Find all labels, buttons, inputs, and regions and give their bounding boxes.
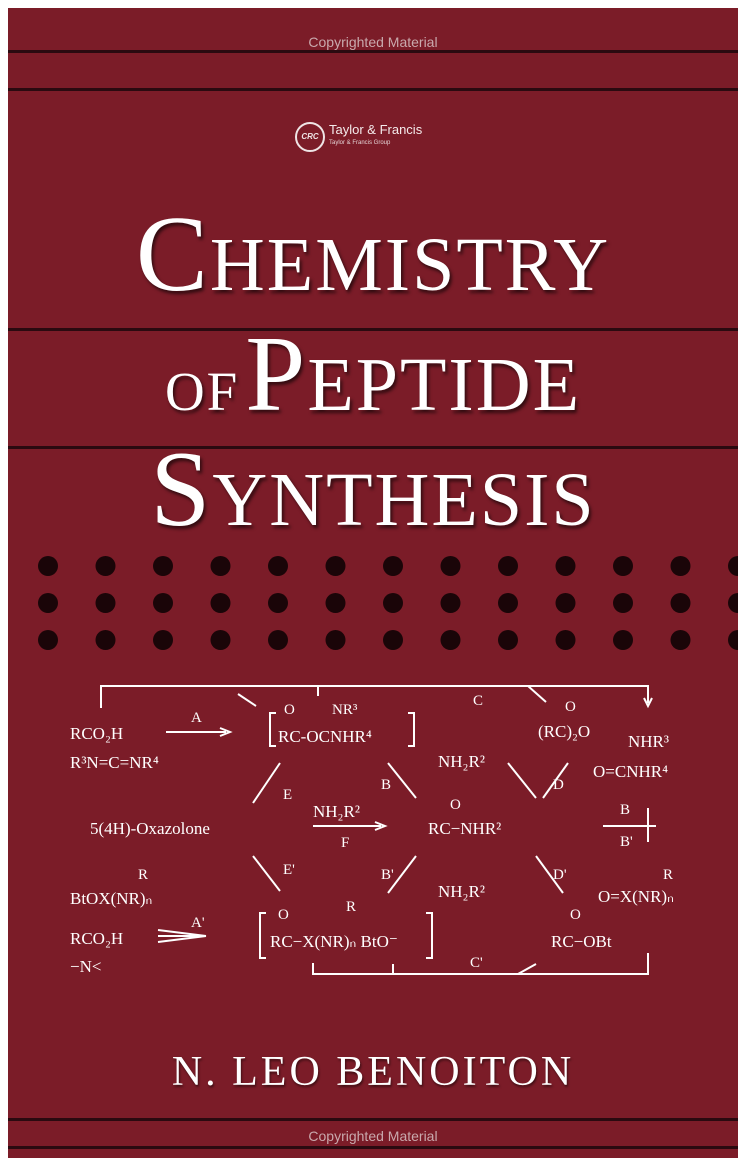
isourea: RC-OCNHR⁴	[278, 727, 372, 746]
decorative-dot	[153, 630, 173, 650]
watermark-top: Copyrighted Material	[308, 34, 438, 50]
decorative-dot	[613, 630, 633, 650]
btox: BtOX(NR)ₙ	[70, 889, 153, 908]
title-line-3: Synthesis	[150, 430, 596, 549]
decorative-dot	[498, 630, 518, 650]
decorative-dot	[153, 593, 173, 613]
decorative-dot	[728, 593, 738, 613]
rco2h-a: RCO₂H	[70, 724, 124, 743]
decorative-dot	[440, 630, 461, 650]
label-b-prime-right: B'	[620, 834, 633, 850]
base: −N<	[70, 957, 102, 976]
label-d: D	[553, 777, 564, 793]
decorative-dot	[670, 630, 691, 650]
o-act: O	[278, 907, 289, 923]
o-anhydride: O	[565, 699, 576, 715]
label-f: F	[341, 835, 350, 851]
book-cover: Copyrighted Material CRC Taylor & Franci…	[8, 8, 738, 1158]
label-c-prime: C'	[470, 955, 483, 971]
publisher-name: Taylor & Francis	[329, 122, 423, 137]
r-mid: R	[346, 899, 357, 915]
label-b: B	[381, 777, 392, 793]
decorative-dot	[670, 556, 691, 576]
decorative-dot	[613, 556, 633, 576]
carbodiimide: R³N=C=NR⁴	[70, 753, 159, 772]
o-amide: O	[450, 797, 461, 813]
decorative-dot	[670, 593, 691, 613]
decorative-dot	[498, 593, 518, 613]
decorative-dot	[95, 593, 116, 613]
title-rule-2	[8, 446, 738, 449]
label-c: C	[473, 693, 484, 709]
decorative-dot	[95, 630, 116, 650]
obt: RC−OBt	[551, 932, 612, 951]
o-top: O	[284, 702, 295, 718]
decorative-dot	[440, 593, 461, 613]
decorative-dot	[268, 593, 288, 613]
decorative-dot	[38, 556, 58, 576]
rco2h-b: RCO₂H	[70, 929, 124, 948]
r-right: R	[663, 867, 674, 883]
label-e: E	[283, 787, 293, 803]
label-d-prime: D'	[553, 867, 567, 883]
decorative-dot	[325, 593, 346, 613]
reaction-scheme: RCO₂H R³N=C=NR⁴ A O NR³ RC-OCNHR⁴ C O (R…	[8, 668, 738, 998]
act-ester-salt: RC−X(NR)ₙ BtO⁻	[270, 932, 398, 951]
watermark-bottom: Copyrighted Material	[308, 1128, 438, 1144]
nr3-top: NR³	[332, 702, 358, 718]
title-rule-1	[8, 328, 738, 331]
top-rule-2	[8, 88, 738, 91]
decorative-dot	[728, 556, 738, 576]
oxazolone: 5(4H)-Oxazolone	[90, 819, 210, 838]
phosphine-oxide: O=X(NR)ₙ	[598, 887, 674, 906]
decorative-dot	[95, 556, 116, 576]
decorative-dot	[440, 556, 461, 576]
decorative-dot	[268, 556, 288, 576]
scheme-lines	[100, 685, 656, 975]
nh2r2-bottom: NH₂R²	[438, 882, 485, 901]
amide: RC−NHR²	[428, 819, 502, 838]
top-rule-1	[8, 50, 738, 53]
decorative-dot	[153, 556, 173, 576]
decorative-dot	[210, 630, 231, 650]
decorative-dot	[383, 593, 403, 613]
label-a: A	[191, 710, 202, 726]
nh2r2-f: NH₂R²	[313, 802, 360, 821]
decorative-dot	[613, 593, 633, 613]
author-name: N. LEO BENOITON	[171, 1049, 575, 1095]
decorative-dot	[38, 630, 58, 650]
nhr3: NHR³	[628, 732, 669, 751]
anhydride: (RC)₂O	[538, 722, 591, 741]
label-a-prime: A'	[191, 915, 205, 931]
bottom-rule-1	[8, 1118, 738, 1121]
decorative-dot	[210, 556, 231, 576]
title-line-2: of Peptide	[164, 315, 582, 434]
decorative-dot	[38, 593, 58, 613]
urea: O=CNHR⁴	[593, 762, 669, 781]
decorative-dot	[383, 556, 403, 576]
r-bot: R	[138, 867, 149, 883]
publisher-group: Taylor & Francis Group	[329, 140, 391, 146]
dot-pattern	[38, 556, 738, 650]
decorative-dot	[498, 556, 518, 576]
decorative-dot	[268, 630, 288, 650]
decorative-dot	[555, 630, 576, 650]
decorative-dot	[325, 556, 346, 576]
decorative-dot	[555, 556, 576, 576]
nh2r2-top: NH₂R²	[438, 752, 485, 771]
decorative-dot	[728, 630, 738, 650]
label-e-prime: E'	[283, 862, 295, 878]
decorative-dot	[325, 630, 346, 650]
title-line-1: Chemistry	[135, 195, 611, 314]
decorative-dot	[383, 630, 403, 650]
o-obt: O	[570, 907, 581, 923]
bottom-rule-2	[8, 1146, 738, 1149]
crc-logo-icon: CRC	[295, 122, 325, 152]
label-b-right: B	[620, 802, 631, 818]
decorative-dot	[210, 593, 231, 613]
label-b-prime: B'	[381, 867, 394, 883]
decorative-dot	[555, 593, 576, 613]
